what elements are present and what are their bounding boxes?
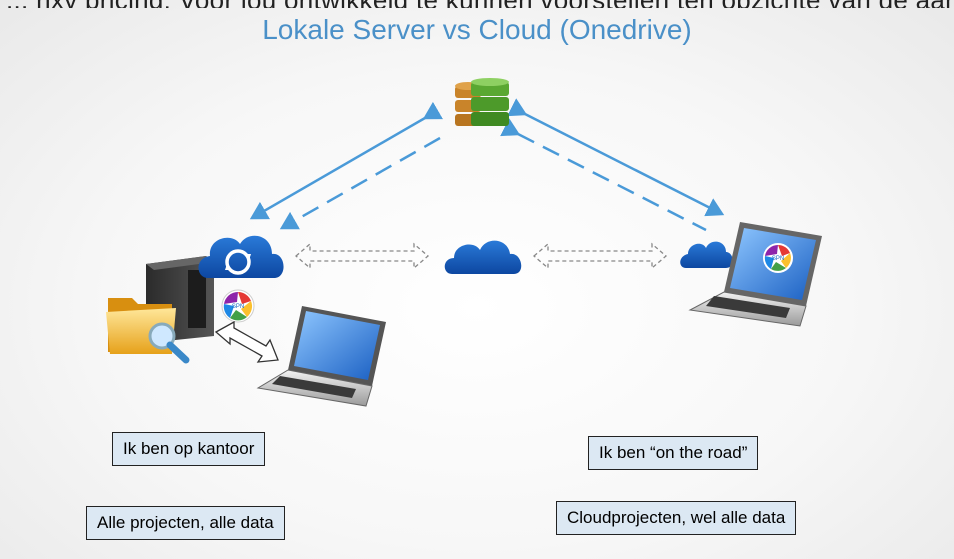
double-arrow-left (295, 242, 429, 270)
laptop-icon-road (688, 222, 822, 327)
database-icon (455, 78, 509, 126)
office-scope-label: Alle projecten, alle data (86, 506, 285, 540)
office-status-label: Ik ben op kantoor (112, 432, 266, 466)
slide-title: Lokale Server vs Cloud (Onedrive) (262, 14, 692, 45)
road-status-label: Ik ben “on the road” (588, 436, 759, 470)
onedrive-cloud-icon (444, 240, 522, 274)
double-arrow-server-laptop (214, 320, 279, 363)
spn-logo-icon-road: SPN (763, 243, 793, 273)
onedrive-sync-icon (198, 235, 284, 278)
cut-off-top-text: ... nxy pricing: Voor jou ontwikkeld te … (0, 0, 954, 8)
folder-search-icon (106, 298, 190, 364)
svg-text:SPN: SPN (232, 304, 244, 310)
onedrive-cloud-small-icon (680, 241, 733, 268)
arrow-db-to-office (249, 101, 443, 230)
laptop-icon (256, 306, 386, 407)
svg-text:SPN: SPN (772, 256, 784, 262)
spn-logo-icon: SPN (221, 289, 255, 323)
arrow-db-to-road (500, 98, 725, 232)
road-scope-label: Cloudprojecten, wel alle data (556, 501, 797, 535)
double-arrow-right (533, 242, 667, 270)
